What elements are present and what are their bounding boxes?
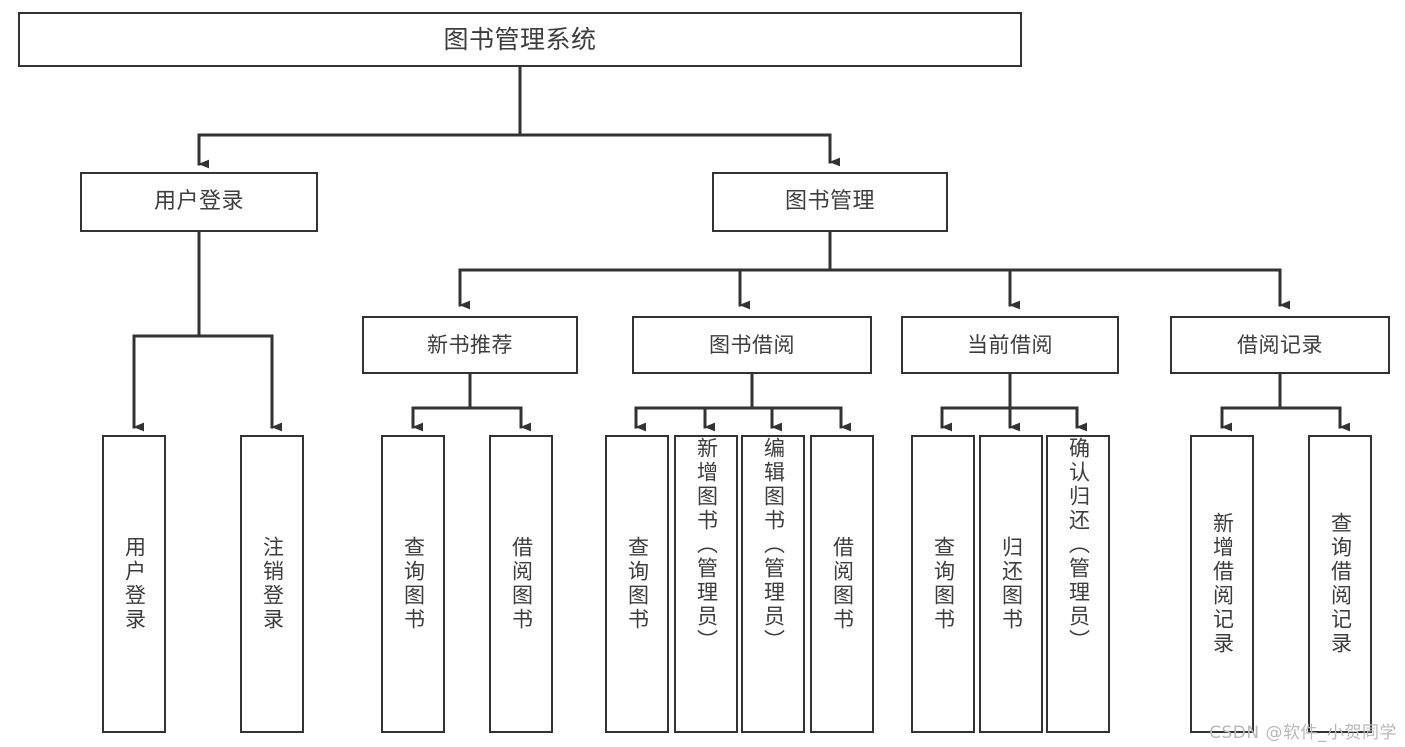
node-book-borrow[interactable]: 图书借阅 [632,316,872,374]
node-label: 查询图书 [625,536,650,632]
node-label: 查询图书 [931,536,956,632]
node-label: 确认归还（管理员） [1066,437,1091,653]
node-label: 编辑图书（管理员） [761,437,786,653]
node-book-management[interactable]: 图书管理 [712,172,948,232]
leaf-add-book-admin[interactable]: 新增图书（管理员） [674,435,738,733]
node-label: 注销登录 [260,536,285,632]
node-borrow-record[interactable]: 借阅记录 [1170,316,1390,374]
leaf-logout[interactable]: 注销登录 [240,435,304,733]
node-label: 归还图书 [999,536,1024,632]
node-label: 查询借阅记录 [1328,512,1353,656]
node-label: 图书管理系统 [443,24,597,54]
leaf-return-book[interactable]: 归还图书 [979,435,1043,733]
leaf-edit-book-admin[interactable]: 编辑图书（管理员） [741,435,805,733]
node-label: 用户登录 [122,536,147,632]
node-label: 借阅图书 [830,536,855,632]
node-label: 新书推荐 [427,332,513,357]
node-label: 图书管理 [784,189,875,215]
node-label: 新增借阅记录 [1210,512,1235,656]
leaf-user-login[interactable]: 用户登录 [102,435,166,733]
leaf-confirm-return-admin[interactable]: 确认归还（管理员） [1046,435,1110,733]
leaf-borrow-book-recommendation[interactable]: 借阅图书 [489,435,553,733]
node-label: 当前借阅 [967,332,1053,357]
node-label: 借阅图书 [509,536,534,632]
leaf-query-book-current[interactable]: 查询图书 [911,435,975,733]
node-user-login[interactable]: 用户登录 [80,172,318,232]
node-current-borrow[interactable]: 当前借阅 [901,316,1119,374]
node-root-book-management-system[interactable]: 图书管理系统 [18,12,1022,67]
leaf-query-book-recommendation[interactable]: 查询图书 [381,435,445,733]
leaf-query-book-borrow[interactable]: 查询图书 [605,435,669,733]
node-label: 查询图书 [401,536,426,632]
node-label: 用户登录 [153,189,244,215]
leaf-borrow-book[interactable]: 借阅图书 [810,435,874,733]
node-label: 新增图书（管理员） [694,437,719,653]
node-label: 借阅记录 [1237,332,1323,357]
node-new-book-recommendation[interactable]: 新书推荐 [362,316,578,374]
leaf-query-borrow-record[interactable]: 查询借阅记录 [1308,435,1372,733]
node-label: 图书借阅 [709,332,795,357]
leaf-add-borrow-record[interactable]: 新增借阅记录 [1190,435,1254,733]
